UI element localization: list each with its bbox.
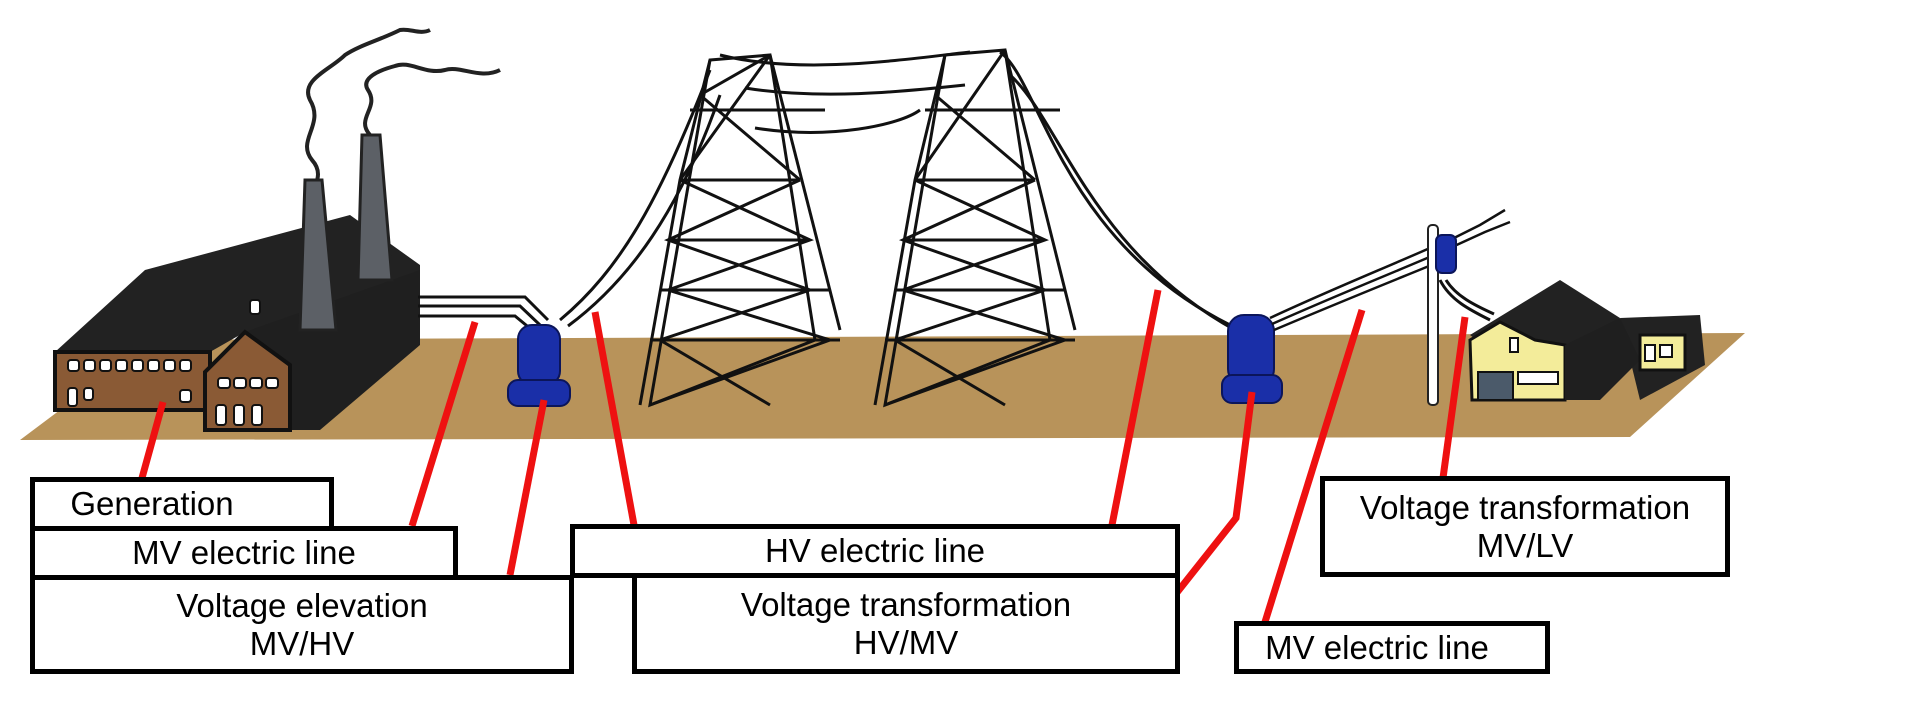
label-mv-line-right-text: MV electric line: [1265, 628, 1489, 666]
transformer-icon: [507, 324, 571, 407]
label-hv-mv-line1: Voltage transformation: [740, 585, 1072, 623]
transformer-icon: [1221, 314, 1283, 404]
label-mv-line-left: MV electric line: [30, 526, 458, 580]
label-generation-text: Generation: [70, 485, 234, 522]
leader-voltage-transformation-hv-mv: [1172, 391, 1256, 598]
power-plant-icon: [53, 27, 501, 432]
leader-mv-line-right: [1261, 308, 1366, 624]
label-hv-line-text: HV electric line: [764, 532, 986, 569]
hv-conductors: [559, 50, 1236, 332]
label-voltage-transformation-mv-lv: Voltage transformation MV/LV: [1320, 476, 1730, 577]
label-mv-lv-line2: MV/LV: [1476, 526, 1574, 564]
label-voltage-elevation-line1: Voltage elevation: [176, 586, 428, 624]
label-voltage-elevation-line2: MV/HV: [249, 624, 355, 662]
chimney-icon: [298, 178, 338, 332]
leader-voltage-elevation: [506, 399, 548, 576]
ground: [20, 333, 1745, 440]
leader-voltage-transformation-mv-lv: [1439, 316, 1469, 479]
label-generation: Generation: [30, 477, 334, 531]
pole-transformer-icon: [1427, 224, 1495, 406]
leader-mv-line-left: [408, 320, 479, 528]
mv-cable-icon: [1269, 208, 1511, 332]
label-mv-lv-line1: Voltage transformation: [1359, 488, 1691, 526]
leader-generation: [138, 401, 167, 479]
leader-hv-line-left: [591, 311, 638, 526]
label-mv-line-left-text: MV electric line: [132, 534, 356, 571]
transmission-tower-icon: [638, 53, 842, 408]
chimney-icon: [356, 133, 394, 282]
label-voltage-transformation-hv-mv: Voltage transformation HV/MV: [632, 573, 1180, 674]
transmission-tower-icon: [873, 48, 1077, 408]
house-icon: [1468, 280, 1705, 402]
label-voltage-elevation: Voltage elevation MV/HV: [30, 575, 574, 674]
smoke-icon: [363, 62, 501, 137]
leader-hv-line-right: [1108, 289, 1162, 526]
smoke-icon: [305, 27, 431, 217]
label-hv-mv-line2: HV/MV: [853, 623, 959, 661]
label-mv-line-right: MV electric line: [1234, 621, 1550, 674]
label-hv-line: HV electric line: [570, 524, 1180, 578]
leader-lines: [138, 289, 1469, 624]
